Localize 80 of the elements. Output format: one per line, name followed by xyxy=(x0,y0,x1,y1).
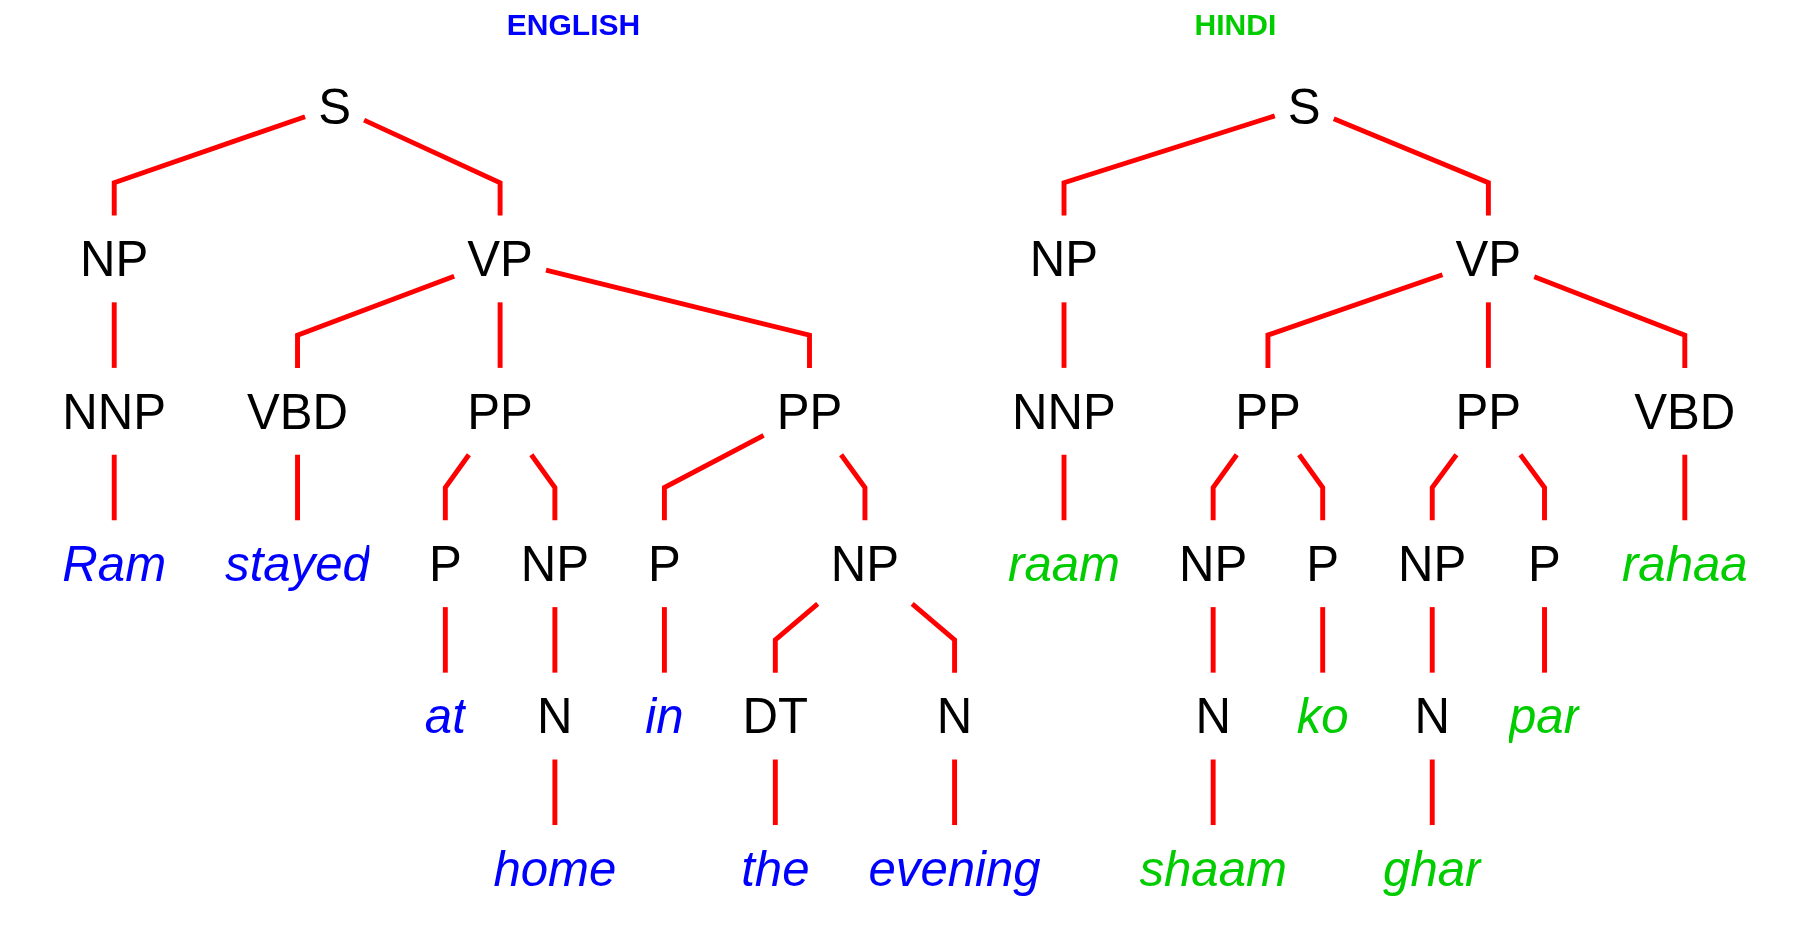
node-text: home xyxy=(493,841,617,896)
node-text: NNP xyxy=(62,384,167,439)
node-text: at xyxy=(424,689,466,744)
node-text: NP xyxy=(520,536,590,591)
connector xyxy=(772,759,778,826)
node-text: rahaa xyxy=(1621,536,1748,591)
node-text: S xyxy=(1287,79,1321,134)
node-text: VBD xyxy=(1634,384,1736,439)
connector xyxy=(1210,453,1239,521)
node-text: N xyxy=(1414,689,1450,744)
node-text: P xyxy=(1528,536,1561,591)
connector xyxy=(1320,607,1326,673)
node-text: NP xyxy=(830,536,900,591)
node-text: in xyxy=(645,689,684,744)
node-text: par xyxy=(1508,689,1581,744)
connector xyxy=(1533,274,1688,368)
node-text: the xyxy=(741,841,810,896)
tree-heading: ENGLISH xyxy=(506,8,641,42)
node-text: NNP xyxy=(1012,384,1116,439)
connector xyxy=(1682,454,1688,521)
node-text: ko xyxy=(1296,689,1349,744)
tree-heading: HINDI xyxy=(1194,8,1277,42)
node-text: NP xyxy=(1398,536,1467,591)
connector xyxy=(1332,116,1491,216)
connector xyxy=(1429,453,1459,521)
connector xyxy=(442,607,448,673)
node-text: NP xyxy=(80,231,149,286)
connector xyxy=(661,433,765,521)
node-text: evening xyxy=(868,841,1041,896)
node-text: N xyxy=(1195,689,1231,744)
connector xyxy=(295,454,300,521)
connector xyxy=(1485,302,1491,368)
connector xyxy=(442,453,471,521)
node-text: N xyxy=(936,689,973,744)
node-text: stayed xyxy=(225,536,370,591)
connector xyxy=(839,453,868,521)
connector xyxy=(1429,607,1435,673)
connector xyxy=(295,273,456,368)
node-text: NP xyxy=(1029,231,1099,286)
connector xyxy=(661,607,667,673)
node-text: VBD xyxy=(246,384,349,439)
node-text: PP xyxy=(467,384,533,439)
connector xyxy=(1061,302,1067,368)
node-text: PP xyxy=(776,384,843,439)
connector xyxy=(545,267,812,368)
node-text: NP xyxy=(1179,536,1248,591)
node-text: Ram xyxy=(62,536,167,591)
node-text: P xyxy=(1306,536,1340,591)
connector xyxy=(1518,453,1547,521)
node-text: N xyxy=(537,689,573,744)
node-text: P xyxy=(428,536,462,591)
connector xyxy=(1297,453,1326,521)
node-text: shaam xyxy=(1139,841,1287,896)
connector xyxy=(497,302,503,368)
connector xyxy=(1429,759,1435,826)
node-text: VP xyxy=(467,231,533,286)
connector xyxy=(1265,272,1444,368)
connector xyxy=(111,454,117,521)
connector xyxy=(952,759,958,826)
connector xyxy=(1210,759,1216,826)
node-text: VP xyxy=(1455,231,1522,286)
node-text: DT xyxy=(742,689,809,744)
node-text: ghar xyxy=(1383,841,1482,896)
node-text: PP xyxy=(1455,384,1522,439)
connector xyxy=(552,607,558,673)
connector xyxy=(1542,607,1547,673)
connector xyxy=(772,602,820,673)
connector xyxy=(111,114,306,216)
connector xyxy=(1210,607,1216,673)
connector xyxy=(529,453,558,521)
connector xyxy=(1061,454,1067,521)
connector xyxy=(363,117,503,216)
node-text: P xyxy=(648,536,681,591)
node-text: raam xyxy=(1008,536,1121,591)
node-text: S xyxy=(318,79,351,134)
connector xyxy=(910,602,958,673)
connector xyxy=(552,759,558,826)
node-text: PP xyxy=(1235,384,1301,439)
connector xyxy=(1061,113,1276,216)
connector xyxy=(111,302,117,368)
